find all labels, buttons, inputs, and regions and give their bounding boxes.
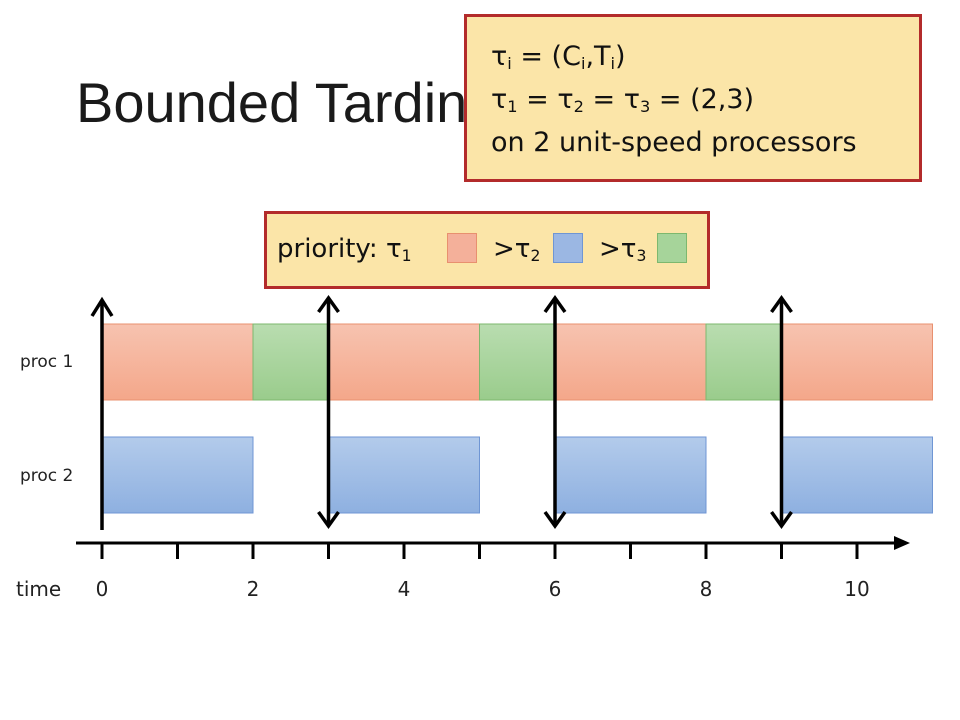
time-axis-arrowhead bbox=[894, 536, 910, 550]
job-bar-tau3-proc1-5 bbox=[479, 323, 556, 401]
proc-1-label: proc 1 bbox=[20, 352, 74, 372]
proc-2-label: proc 2 bbox=[20, 466, 74, 486]
job-bar-tau1-proc1-3 bbox=[328, 323, 480, 401]
job-bar-tau1-proc1-9 bbox=[781, 323, 933, 401]
tick-label-2: 2 bbox=[246, 577, 260, 601]
time-axis-label: time bbox=[16, 577, 62, 601]
tick-label-10: 10 bbox=[844, 577, 870, 601]
release-marker-9-uparrow bbox=[770, 294, 793, 314]
priority-tau2: >τ2 bbox=[493, 234, 541, 265]
job-bar-tau2-proc2-3 bbox=[328, 436, 480, 514]
task-values-line: τ1 = τ2 = τ3 = (2,3) bbox=[491, 84, 755, 117]
job-bar-tau2-proc2-0 bbox=[101, 436, 254, 514]
deadline-marker-6-downarrow bbox=[543, 510, 567, 530]
task-parameters-box: τi = (Ci,Ti) τ1 = τ2 = τ3 = (2,3) on 2 u… bbox=[464, 14, 922, 182]
priority-label: priority: τ1 bbox=[277, 234, 412, 265]
tick-label-8: 8 bbox=[699, 577, 713, 601]
tick-label-6: 6 bbox=[548, 577, 562, 601]
deadline-marker-9-downarrow bbox=[770, 510, 793, 530]
tau1-swatch bbox=[447, 233, 477, 263]
deadline-marker-3-downarrow bbox=[317, 510, 340, 530]
processor-line: on 2 unit-speed processors bbox=[491, 127, 857, 158]
release-marker-6-uparrow bbox=[543, 294, 567, 314]
job-bar-tau1-proc1-0 bbox=[101, 323, 254, 401]
task-definition-line: τi = (Ci,Ti) bbox=[491, 41, 626, 74]
release-marker-3-uparrow bbox=[317, 294, 340, 314]
tau3-swatch bbox=[657, 233, 687, 263]
page-title: Bounded Tardin bbox=[76, 71, 468, 134]
job-bar-tau3-proc1-8 bbox=[705, 323, 782, 401]
job-bar-tau2-proc2-6 bbox=[554, 436, 707, 514]
job-bar-tau2-proc2-9 bbox=[781, 436, 933, 514]
tick-label-0: 0 bbox=[95, 577, 109, 601]
priority-box: priority: τ1 >τ2 >τ3 bbox=[264, 211, 710, 289]
release-marker-0-uparrow bbox=[90, 296, 114, 317]
tick-label-4: 4 bbox=[397, 577, 411, 601]
job-bar-tau3-proc1-2 bbox=[252, 323, 329, 401]
tau2-swatch bbox=[553, 233, 583, 263]
priority-tau3: >τ3 bbox=[599, 234, 647, 265]
job-bar-tau1-proc1-6 bbox=[554, 323, 707, 401]
